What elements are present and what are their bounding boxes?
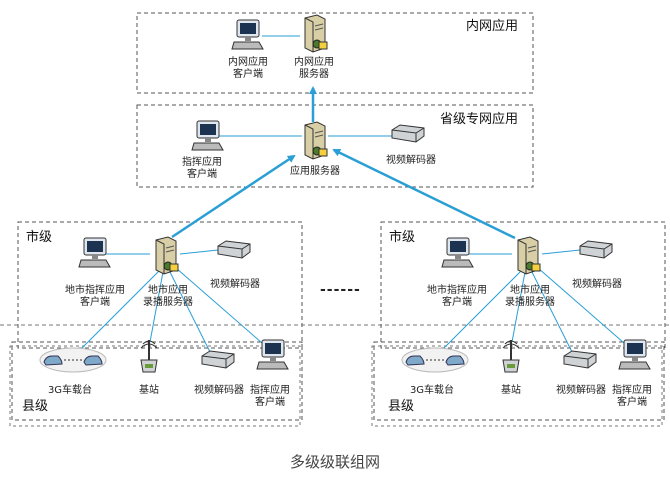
city-left-server-icon [155, 236, 179, 275]
city-left-decoder-label: 视频解码器 [210, 279, 260, 290]
city-left-client-computer-icon [78, 237, 111, 268]
diagram-caption: 多级级联组网 [289, 453, 380, 471]
county-left-vehicle-label: 3G车载台 [47, 385, 93, 396]
intranet-zone-border [136, 12, 534, 94]
county-left-base-station-icon [140, 340, 158, 373]
county-left-decoder-label: 视频解码器 [194, 385, 244, 396]
county-right-zone-title: 县级 [388, 399, 415, 414]
county-right-base-station-icon [502, 340, 520, 373]
province-client-computer-icon [191, 120, 224, 151]
city-right-client-computer-icon [441, 237, 474, 268]
city-left-decoder-icon [217, 240, 251, 259]
county-right-vehicle-icon [401, 347, 469, 373]
city-left-zone-title: 市级 [26, 230, 53, 245]
intranet-client-computer-icon [231, 19, 264, 50]
county-left-client-computer-icon [256, 339, 289, 370]
city-right-zone-title: 市级 [389, 230, 416, 245]
county-right-decoder-label: 视频解码器 [556, 385, 606, 396]
county-right-zone-border [373, 341, 665, 421]
province-server-label: 应用服务器 [290, 166, 340, 177]
province-client-label: 指挥应用 客户端 [182, 157, 222, 180]
intranet-zone-title: 内网应用 [466, 19, 519, 34]
county-left-vehicle-icon [39, 347, 107, 373]
city-right-decoder-icon [579, 240, 613, 259]
city-right-server-label: 地市应用 录播服务器 [505, 285, 555, 308]
county-left-zone-border [11, 341, 303, 421]
county-right-client-label: 指挥应用 客户端 [612, 385, 652, 408]
thin-links [79, 35, 625, 353]
province-zone-title: 省级专网应用 [440, 112, 519, 127]
city-right-zone-border [380, 221, 666, 349]
ellipsis-separator: ------ [320, 282, 361, 298]
city-right-client-label: 地市指挥应用 客户端 [427, 285, 487, 308]
county-left-decoder-icon [201, 350, 235, 369]
city-right-server-icon [517, 236, 541, 275]
intranet-server-label: 内网应用 服务器 [294, 57, 334, 80]
county-right-client-computer-icon [618, 339, 651, 370]
county-left-zone-title: 县级 [22, 399, 49, 414]
county-left-client-label: 指挥应用 客户端 [250, 385, 290, 408]
county-right-station-label: 基站 [501, 385, 521, 396]
intranet-client-label: 内网应用 客户端 [228, 57, 268, 80]
city-left-client-label: 地市指挥应用 客户端 [65, 285, 125, 308]
province-decoder-icon [391, 124, 425, 143]
city-left-server-label: 地市应用 录播服务器 [143, 285, 193, 308]
uplinks [171, 86, 516, 240]
county-right-vehicle-label: 3G车载台 [409, 385, 455, 396]
city-right-decoder-label: 视频解码器 [572, 279, 622, 290]
province-zone-border [136, 104, 534, 188]
city-left-zone-border [17, 221, 303, 349]
county-right-decoder-icon [563, 350, 597, 369]
province-server-icon [304, 121, 328, 160]
intranet-server-icon [304, 14, 328, 53]
province-decoder-label: 视频解码器 [386, 155, 436, 166]
county-left-station-label: 基站 [139, 385, 159, 396]
